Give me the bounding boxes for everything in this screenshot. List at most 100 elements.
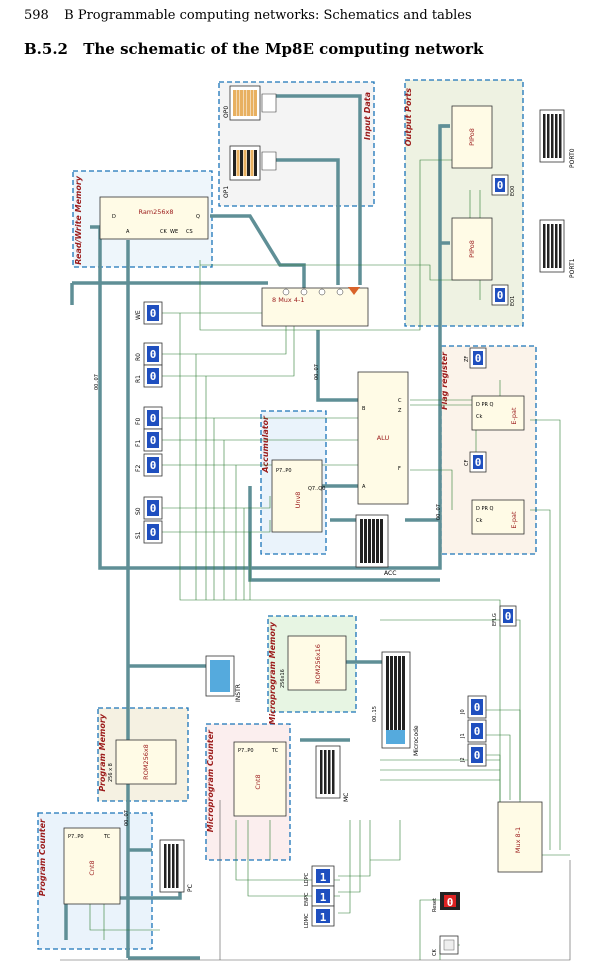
svg-text:TC: TC	[103, 834, 111, 840]
svg-text:Z: Z	[398, 408, 402, 414]
svg-text:C: C	[398, 398, 402, 404]
reset-button[interactable]: 0	[440, 892, 460, 910]
f2-label: F2	[135, 465, 142, 472]
svg-text:0: 0	[150, 459, 157, 472]
svg-text:0: 0	[150, 307, 157, 320]
section-heading: B.5.2 The schematic of the Mp8E computin…	[24, 40, 483, 58]
rom-256x8-chip: ROM256x8 256 x 8	[108, 739, 177, 785]
switch-eo1[interactable]: 0	[491, 284, 509, 306]
running-header: 598 B Programmable computing networks: S…	[24, 8, 472, 23]
pc-label: PC	[187, 884, 194, 892]
svg-text:0: 0	[474, 749, 481, 762]
bus-label-right: 00..07	[436, 504, 442, 520]
clock-button[interactable]	[439, 935, 459, 955]
svg-text:0: 0	[150, 526, 157, 539]
svg-text:0: 0	[150, 348, 157, 361]
flag-register-title: Flag register	[440, 351, 449, 410]
switch-j1[interactable]: 0	[467, 719, 487, 743]
acc-label: ACC	[384, 570, 396, 577]
switch-s1[interactable]: 0	[143, 520, 163, 544]
pipo-0-chip: PIPo8	[451, 105, 493, 169]
ram-label: Ram256x8	[138, 208, 173, 216]
accumulator-title: Accumulator	[261, 415, 270, 474]
switch-j0[interactable]: 0	[467, 695, 487, 719]
microcode-display	[381, 651, 411, 749]
port1-display[interactable]	[539, 219, 565, 273]
switch-cf[interactable]: 0	[469, 451, 487, 473]
svg-text:CK: CK	[160, 229, 167, 235]
mc-display	[315, 745, 341, 799]
switch-r0[interactable]: 0	[143, 342, 163, 366]
svg-text:1: 1	[320, 871, 327, 884]
rom16-label: ROM256x16	[314, 644, 322, 684]
svg-text:0: 0	[150, 370, 157, 383]
svg-text:0: 0	[474, 701, 481, 714]
s0-label: S0	[135, 507, 142, 515]
svg-text:0: 0	[474, 725, 481, 738]
mux-8-4-1-chip: 8 Mux 4-1	[261, 287, 369, 327]
svg-text:TC: TC	[271, 748, 279, 754]
ldmc-label: LDMC	[304, 913, 310, 928]
switch-zf[interactable]: 0	[469, 347, 487, 369]
svg-text:1: 1	[320, 891, 327, 904]
j2-label: J2	[460, 757, 466, 763]
switch-r1[interactable]: 0	[143, 364, 163, 388]
svg-text:0: 0	[475, 456, 482, 469]
section-number: B.5.2	[24, 40, 68, 58]
dip-switch-op0[interactable]	[229, 85, 277, 121]
rom8-label: ROM256x8	[142, 744, 150, 780]
switch-ldpc[interactable]: 1	[311, 865, 335, 887]
svg-text:0: 0	[475, 352, 482, 365]
bus-label-pc: 00..07	[124, 810, 130, 826]
d-flipflop-a: D PR Q Ck E-pat	[471, 395, 525, 431]
op0-label: OP0	[223, 106, 230, 118]
cnt-pc-label: Cnt8	[88, 860, 96, 875]
svg-text:A: A	[126, 229, 130, 235]
svg-text:0: 0	[505, 610, 512, 623]
d-flipflop-b: D PR Q Ck E-pat	[471, 499, 525, 535]
rw-memory-title: Read/Write Memory	[74, 175, 83, 264]
svg-text:0: 0	[150, 434, 157, 447]
svg-text:WE: WE	[170, 229, 178, 235]
zf-label: ZF	[464, 356, 470, 362]
svg-text:Ck: Ck	[476, 414, 482, 420]
rom8-size: 256 x 8	[108, 763, 114, 782]
switch-f0[interactable]: 0	[143, 406, 163, 430]
switch-f2[interactable]: 0	[143, 453, 163, 477]
switch-j2[interactable]: 0	[467, 743, 487, 767]
svg-text:0: 0	[497, 179, 504, 192]
svg-text:0: 0	[497, 289, 504, 302]
op1-label: OP1	[223, 186, 230, 198]
program-counter-title: Program Counter	[38, 818, 47, 896]
reset-label: Reset	[432, 898, 438, 912]
switch-ldmc[interactable]: 1	[311, 905, 335, 927]
switch-eo0[interactable]: 0	[491, 174, 509, 196]
r1-label: R1	[135, 375, 142, 383]
switch-we[interactable]: 0	[143, 301, 163, 325]
alu-label: ALU	[377, 434, 390, 442]
port0-display[interactable]	[539, 109, 565, 163]
output-ports-title: Output Ports	[404, 88, 413, 146]
pipo-1-chip: PIPo8	[451, 217, 493, 281]
switch-f1[interactable]: 0	[143, 428, 163, 452]
switch-s0[interactable]: 0	[143, 496, 163, 520]
unv8-label: Unv8	[294, 492, 302, 509]
cf-label: CF	[464, 460, 470, 466]
switch-enpc[interactable]: 1	[311, 885, 335, 907]
enpc-label: ENPC	[304, 892, 310, 906]
accumulator-chip: Unv8 P7..P0 Q7..Q0	[271, 459, 325, 533]
input-data-title: Input Data	[363, 92, 372, 140]
dip-switch-op1[interactable]	[229, 145, 277, 181]
eo0-label: EO0	[510, 186, 516, 196]
svg-text:A: A	[362, 484, 366, 490]
mc-label: MC	[343, 793, 350, 802]
svg-text:D PR Q: D PR Q	[476, 506, 494, 512]
instr-label: INSTR	[235, 684, 242, 702]
alu-chip: ALU BA CZ F	[357, 371, 409, 505]
svg-text:0: 0	[150, 412, 157, 425]
switch-eflg[interactable]: 0	[499, 605, 517, 627]
svg-text:Q: Q	[196, 214, 200, 220]
svg-text:D PR Q: D PR Q	[476, 402, 494, 408]
